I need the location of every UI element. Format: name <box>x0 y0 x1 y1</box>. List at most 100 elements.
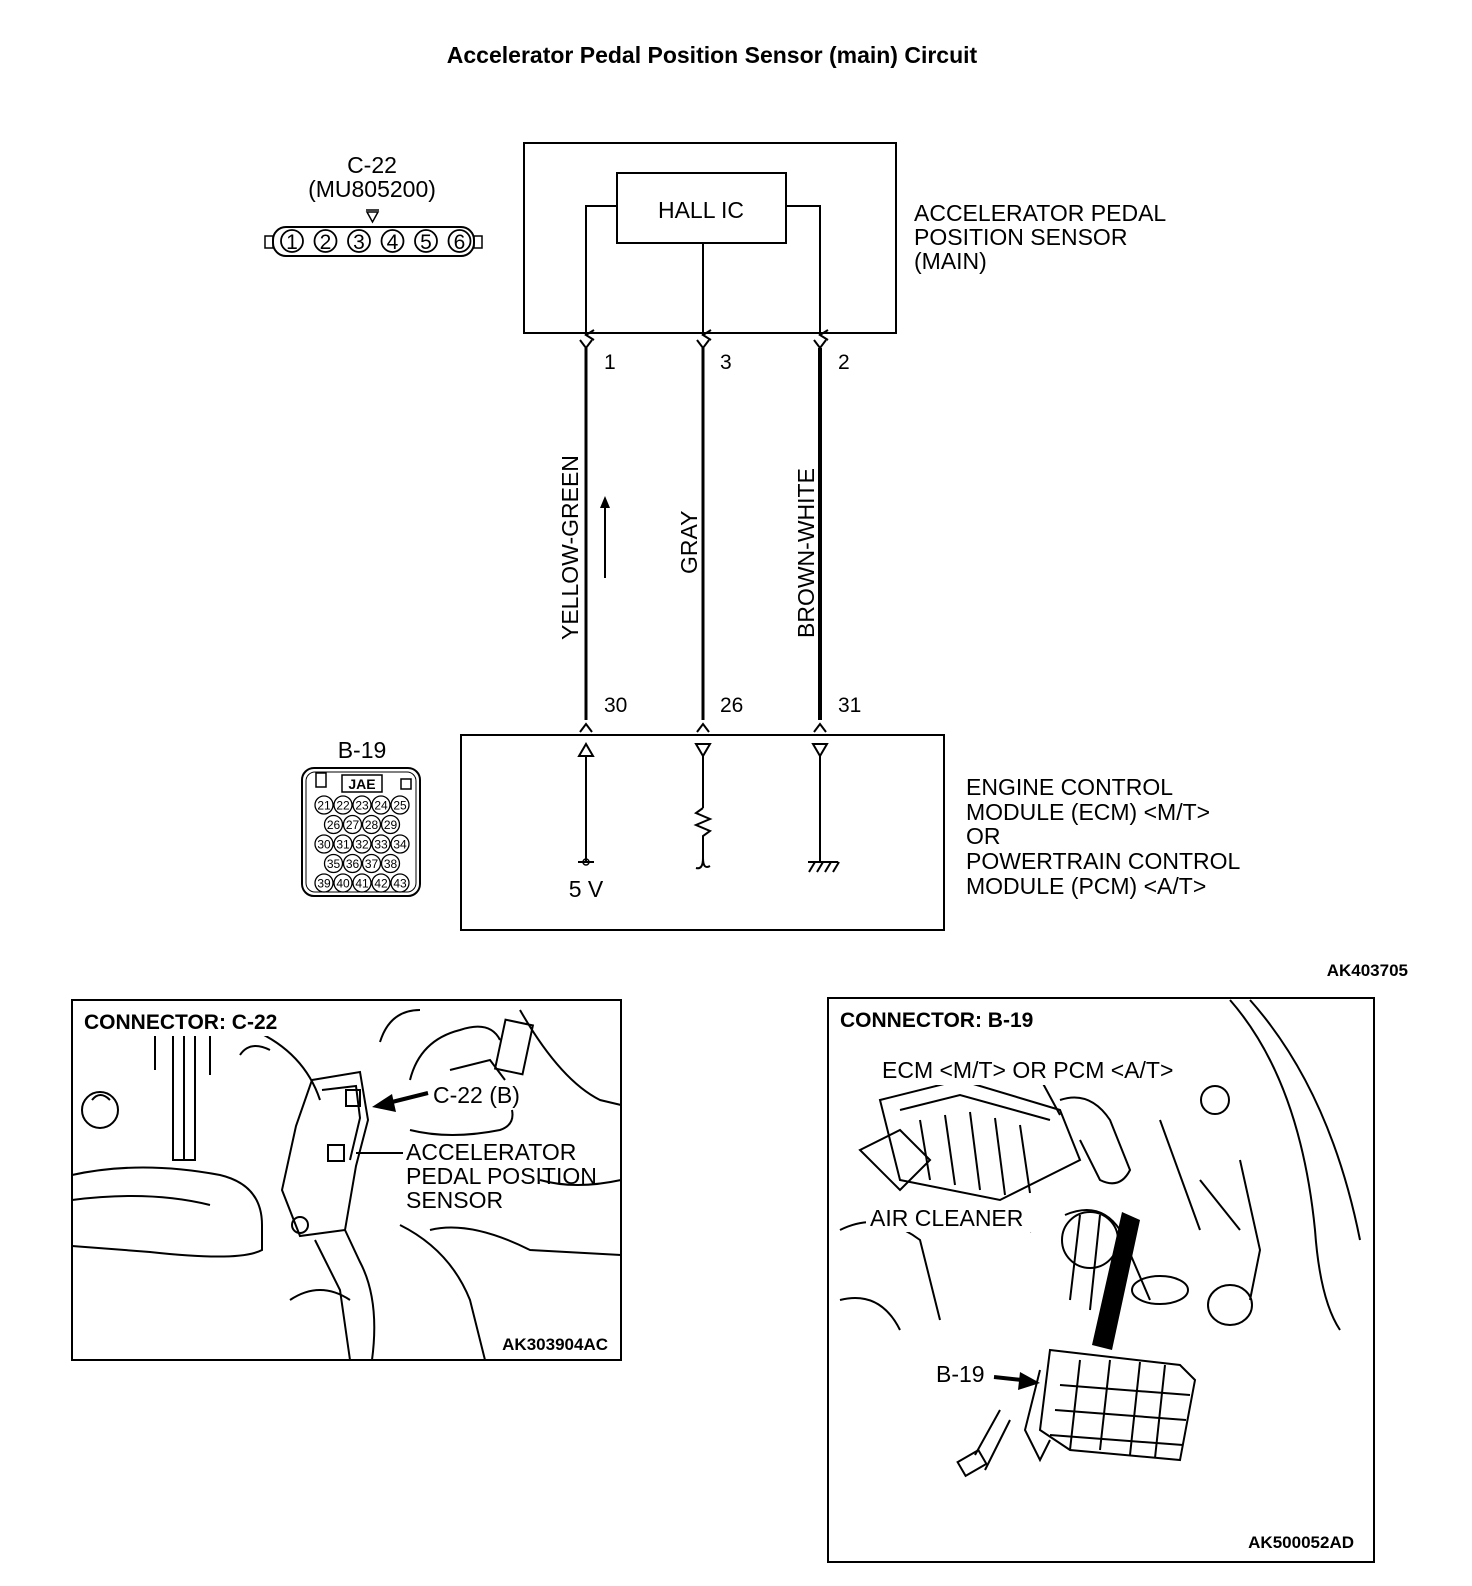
ecm-pin-30: 30 <box>604 694 627 717</box>
b19-pin-25: 25 <box>390 795 410 815</box>
c22-pin-5: 5 <box>414 229 438 254</box>
b19-callout-ecm: ECM <M/T> OR PCM <A/T> <box>882 1057 1173 1083</box>
b19-callout-air-cleaner: AIR CLEANER <box>870 1205 1023 1231</box>
ground-icon <box>808 743 840 873</box>
svg-text:39: 39 <box>317 877 331 891</box>
c22-callout-sensor-line2: PEDAL POSITION <box>406 1163 597 1189</box>
b19-pin-42: 42 <box>371 873 391 893</box>
svg-text:21: 21 <box>317 799 331 813</box>
b19-location-illustration <box>839 999 1361 1478</box>
svg-text:(MAIN): (MAIN) <box>914 248 987 274</box>
svg-text:6: 6 <box>454 231 466 254</box>
b19-pin-26: 26 <box>323 814 344 835</box>
b19-pin-22: 22 <box>333 795 353 815</box>
wire-color-brown-white: BROWN-WHITE <box>793 468 819 638</box>
b19-pin-38: 38 <box>380 853 401 874</box>
c22-pin-3: 3 <box>347 229 371 254</box>
b19-connector-tag: JAE <box>348 776 375 792</box>
c22-pin-4: 4 <box>380 229 405 254</box>
supply-voltage-label: 5 V <box>569 876 604 902</box>
b19-pin-43: 43 <box>390 873 410 893</box>
svg-text:23: 23 <box>355 799 369 813</box>
ecm-pin-26: 26 <box>720 694 743 717</box>
svg-text:35: 35 <box>327 857 341 871</box>
svg-text:30: 30 <box>317 838 331 852</box>
b19-pin-33: 33 <box>371 834 391 854</box>
svg-text:3: 3 <box>353 231 365 254</box>
sensor-pin-1: 1 <box>604 351 616 374</box>
b19-pin-27: 27 <box>342 814 363 835</box>
b19-pin-31: 31 <box>333 834 353 854</box>
svg-text:MODULE (ECM) <M/T>: MODULE (ECM) <M/T> <box>966 799 1210 825</box>
b19-pin-23: 23 <box>352 795 372 815</box>
b19-pin-32: 32 <box>352 834 372 854</box>
b19-pin-30: 30 <box>314 834 334 854</box>
panel-c22-heading: CONNECTOR: C-22 <box>84 1011 277 1034</box>
svg-text:37: 37 <box>365 857 379 871</box>
svg-text:26: 26 <box>327 818 341 832</box>
c22-pin-2: 2 <box>313 229 338 254</box>
c22-pin-6: 6 <box>447 229 472 254</box>
b19-callout-connector: B-19 <box>936 1361 985 1387</box>
b19-pin-39: 39 <box>314 873 334 893</box>
signal-direction-arrow-icon <box>600 496 610 578</box>
svg-text:43: 43 <box>393 877 407 891</box>
svg-text:22: 22 <box>336 799 350 813</box>
wire-gray: 3 GRAY 26 <box>676 348 743 720</box>
svg-text:4: 4 <box>387 231 399 254</box>
hall-ic-label: HALL IC <box>658 197 744 223</box>
svg-text:40: 40 <box>336 877 350 891</box>
svg-text:25: 25 <box>393 799 407 813</box>
svg-text:27: 27 <box>346 818 360 832</box>
svg-text:ACCELERATOR PEDAL: ACCELERATOR PEDAL <box>914 200 1166 226</box>
panel-connector-b19: CONNECTOR: B-19 ECM <M/T> OR PCM <A/T> A… <box>827 997 1375 1563</box>
b19-pin-28: 28 <box>361 814 382 835</box>
b19-pin-34: 34 <box>390 834 410 854</box>
sensor-box <box>523 142 897 334</box>
svg-text:31: 31 <box>336 838 350 852</box>
b19-connector-id: B-19 <box>338 737 387 763</box>
svg-text:38: 38 <box>384 857 398 871</box>
svg-text:2: 2 <box>320 231 332 254</box>
c22-callout-sensor-line3: SENSOR <box>406 1187 503 1213</box>
c22-callout-connector: C-22 (B) <box>433 1082 520 1108</box>
c22-location-illustration <box>71 1009 622 1361</box>
svg-text:OR: OR <box>966 823 1001 849</box>
b19-pin-35: 35 <box>323 853 344 874</box>
c22-pin-1: 1 <box>280 229 304 254</box>
svg-text:34: 34 <box>393 838 407 852</box>
svg-text:ENGINE CONTROL: ENGINE CONTROL <box>966 774 1173 800</box>
sensor-pin-3: 3 <box>720 351 732 374</box>
panel-connector-c22: CONNECTOR: C-22 C-22 (B) ACCELERATOR PED… <box>71 999 622 1361</box>
b19-callout-arrow-icon <box>993 1372 1040 1390</box>
panel-c22-code: AK303904AC <box>502 1335 608 1354</box>
b19-pin-41: 41 <box>352 873 372 893</box>
hall-ic-box <box>616 172 787 244</box>
b19-pin-21: 21 <box>314 795 334 815</box>
wire-color-yellow-green: YELLOW-GREEN <box>557 455 583 640</box>
figure-code: AK403705 <box>1327 961 1408 980</box>
ecm-box <box>460 734 945 931</box>
svg-text:24: 24 <box>374 799 388 813</box>
svg-text:36: 36 <box>346 857 360 871</box>
c22-callout-sensor-line1: ACCELERATOR <box>406 1139 576 1165</box>
b19-pin-40: 40 <box>333 873 353 893</box>
ecm-name: ENGINE CONTROL MODULE (ECM) <M/T> OR POW… <box>966 774 1241 899</box>
ecm-resistor <box>693 743 713 870</box>
ecm-pin-31: 31 <box>838 694 861 717</box>
c22-callout-arrow-icon <box>372 1091 429 1112</box>
sensor-name: ACCELERATOR PEDAL POSITION SENSOR (MAIN) <box>914 200 1166 274</box>
svg-text:MODULE (PCM) <A/T>: MODULE (PCM) <A/T> <box>966 873 1206 899</box>
svg-text:32: 32 <box>355 838 369 852</box>
b19-pin-37: 37 <box>361 853 382 874</box>
sensor-pin-2: 2 <box>838 351 850 374</box>
svg-text:POSITION SENSOR: POSITION SENSOR <box>914 224 1127 250</box>
wire-brown-white: 2 BROWN-WHITE 31 <box>793 348 861 720</box>
panel-b19-heading: CONNECTOR: B-19 <box>840 1009 1033 1032</box>
svg-text:29: 29 <box>384 818 398 832</box>
svg-text:42: 42 <box>374 877 388 891</box>
svg-text:1: 1 <box>286 231 298 254</box>
